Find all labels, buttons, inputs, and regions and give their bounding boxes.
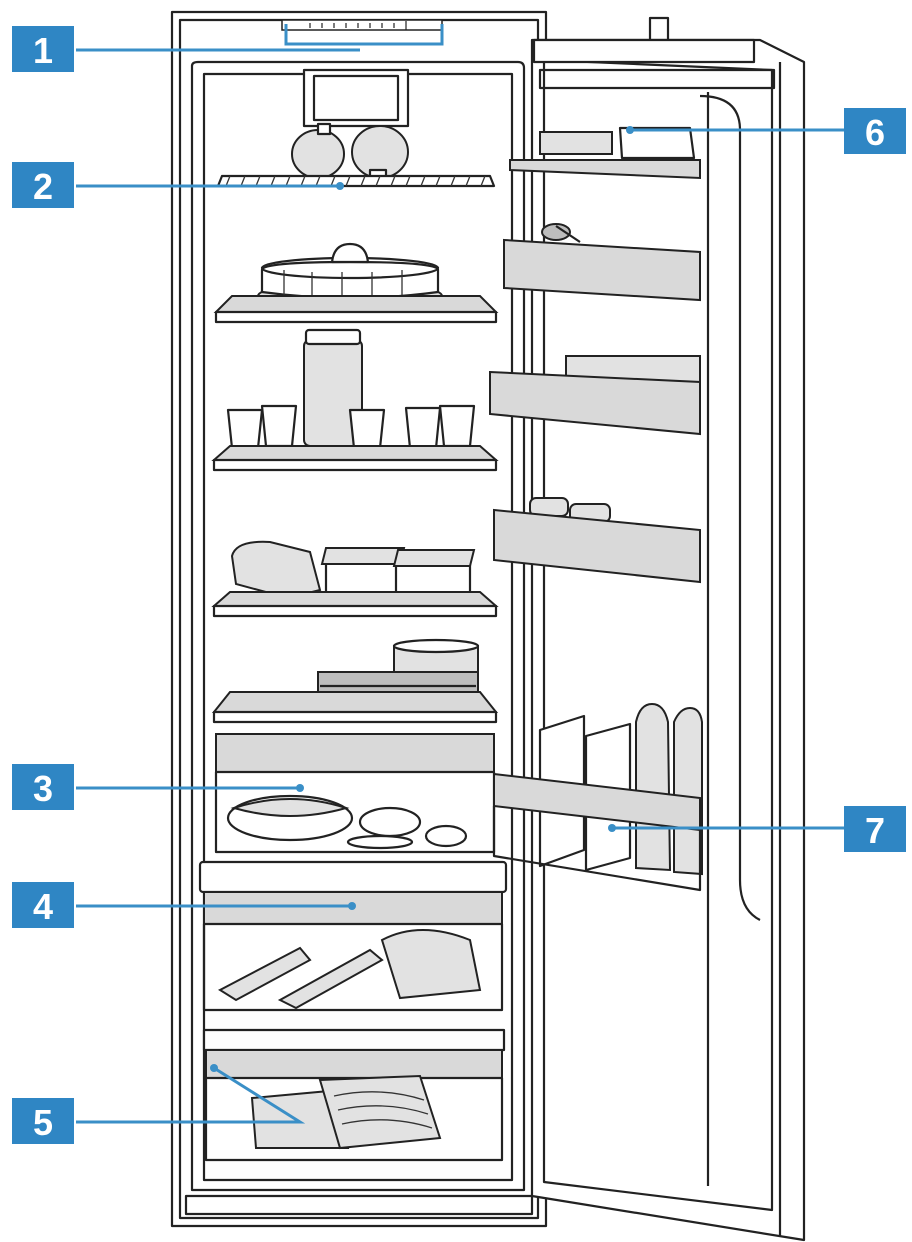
door-bin-top	[509, 126, 701, 180]
yogurt-cups	[226, 404, 476, 450]
callout-4: 4	[12, 882, 74, 928]
callout-box	[12, 764, 74, 810]
callout-7: 7	[844, 806, 906, 852]
callout-box	[844, 806, 906, 852]
glass-shelf-4	[211, 540, 499, 618]
chiller-drawer-bottom	[202, 1028, 506, 1162]
leader-lines	[76, 24, 846, 1124]
callout-1: 1	[12, 26, 74, 72]
glass-shelf-5	[211, 638, 499, 724]
callout-label: 5	[33, 1102, 53, 1143]
control-panel	[281, 19, 443, 31]
glass-shelf-2	[213, 242, 499, 324]
callout-3: 3	[12, 764, 74, 810]
callout-label: 7	[865, 810, 885, 851]
callout-box	[12, 162, 74, 208]
crisper-drawer-top	[214, 733, 496, 854]
callout-2: 2	[12, 162, 74, 208]
callout-label: 3	[33, 768, 53, 809]
callout-box	[12, 26, 74, 72]
glass-shelf-3	[211, 328, 499, 472]
interior-light-unit	[302, 68, 410, 128]
door-bin-2	[503, 223, 701, 302]
fridge-door	[530, 16, 806, 1242]
callout-label: 4	[33, 886, 53, 927]
callout-label: 2	[33, 166, 53, 207]
callout-box	[12, 1098, 74, 1144]
callout-label: 1	[33, 30, 53, 71]
door-bin-4	[493, 497, 701, 584]
door-bin-3	[489, 355, 701, 436]
callout-6: 6	[844, 108, 906, 154]
callout-5: 5	[12, 1098, 74, 1144]
callout-box	[844, 108, 906, 154]
bottle-rack	[216, 122, 496, 188]
callout-box	[12, 882, 74, 928]
callout-label: 6	[865, 112, 885, 153]
